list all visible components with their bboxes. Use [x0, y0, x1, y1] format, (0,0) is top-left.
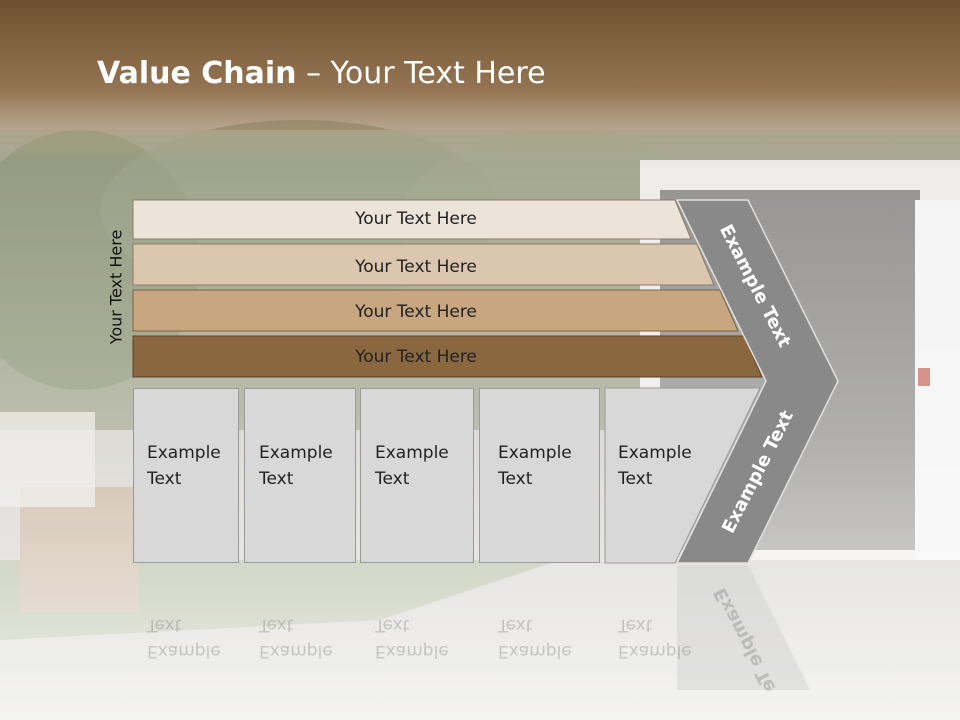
bar-shape-3 — [132, 289, 739, 332]
slide-title: Value Chain – Your Text Here — [97, 56, 546, 91]
bar-shape-1 — [132, 199, 692, 240]
box-label-3: Example Text — [375, 443, 449, 489]
box-2 — [244, 388, 356, 563]
box-3 — [360, 388, 474, 563]
box-4 — [479, 388, 600, 563]
bar-shape-2 — [132, 243, 715, 286]
reflection-label-1: Example Text — [147, 615, 221, 661]
bar-label-2: Your Text Here — [355, 257, 477, 277]
box-1 — [133, 388, 239, 563]
chevron-shape — [675, 199, 839, 564]
box-label-1: Example Text — [147, 443, 221, 489]
box-label-2: Example Text — [259, 443, 333, 489]
reflection-label-5: Example Text — [618, 615, 692, 661]
box-shape-5 — [604, 387, 761, 564]
bar-label-4: Your Text Here — [355, 347, 477, 367]
bar-shape-4 — [132, 335, 763, 378]
reflection-label-4: Example Text — [498, 615, 572, 661]
box-label-5: Example Text — [618, 443, 692, 489]
chevron-reflection — [677, 565, 810, 690]
title-rest: – Your Text Here — [296, 56, 546, 91]
reflection-label-3: Example Text — [375, 615, 449, 661]
bar-label-3: Your Text Here — [355, 302, 477, 322]
title-bold: Value Chain — [97, 56, 297, 91]
bar-label-1: Your Text Here — [355, 209, 477, 229]
reflection-label-2: Example Text — [259, 615, 333, 661]
box-label-4: Example Text — [498, 443, 572, 489]
